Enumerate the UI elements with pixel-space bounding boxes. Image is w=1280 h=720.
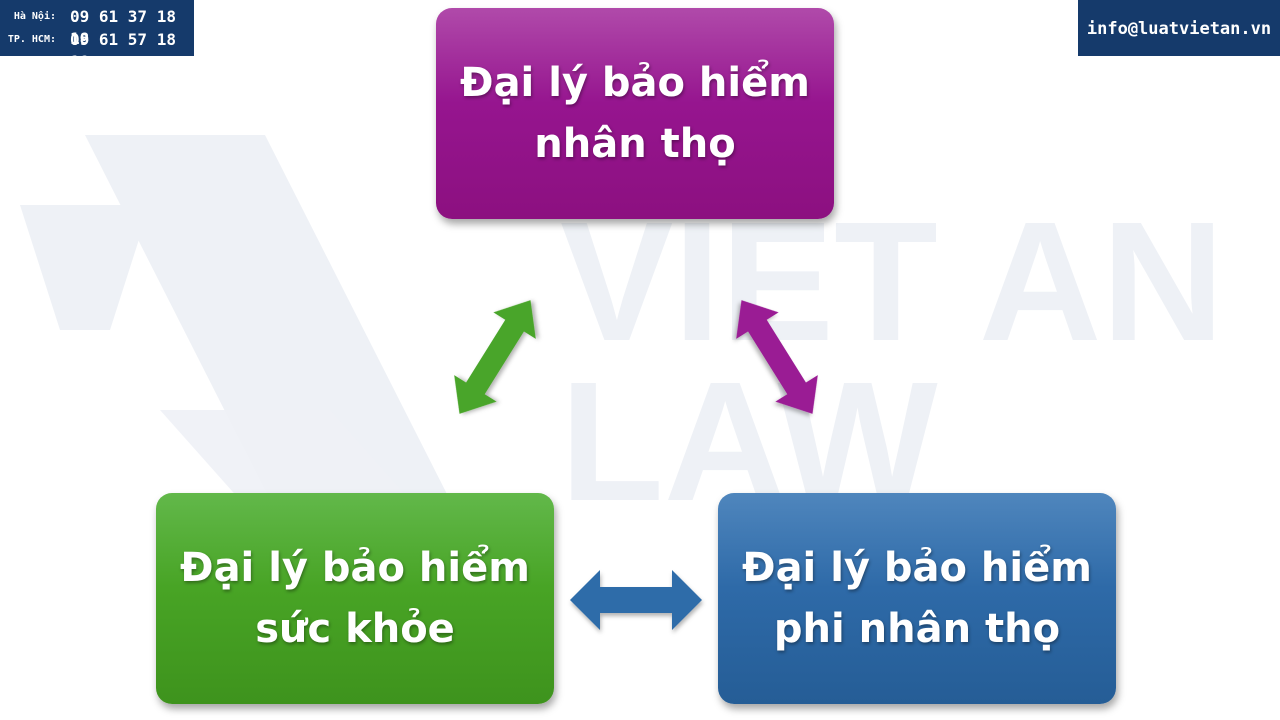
phone-number-hanoi[interactable]: 09 61 37 18 18 [70,7,176,48]
node-nonlife-insurance-agent: Đại lý bảo hiểm phi nhân thọ [718,493,1116,704]
node-nonlife-label: Đại lý bảo hiểm phi nhân thọ [742,544,1092,652]
node-life-insurance-agent: Đại lý bảo hiểm nhân thọ [436,8,834,219]
email-link[interactable]: info@luatvietan.vn [1078,0,1280,56]
contact-phone-panel: Hà Nội: 09 61 37 18 18 TP. HCM: 09 61 57… [0,0,194,71]
contact-row-hcm: TP. HCM: 09 61 57 18 18 [0,29,194,71]
node-health-label: Đại lý bảo hiểm sức khỏe [180,544,530,652]
phone-number-hcm[interactable]: 09 61 57 18 18 [70,30,176,71]
contact-label-hcm: TP. HCM: [7,34,56,45]
contact-label-hanoi: Hà Nội: [13,11,56,22]
contact-row-hanoi: Hà Nội: 09 61 37 18 18 [0,6,194,48]
node-health-insurance-agent: Đại lý bảo hiểm sức khỏe [156,493,554,704]
node-life-label: Đại lý bảo hiểm nhân thọ [460,59,810,167]
